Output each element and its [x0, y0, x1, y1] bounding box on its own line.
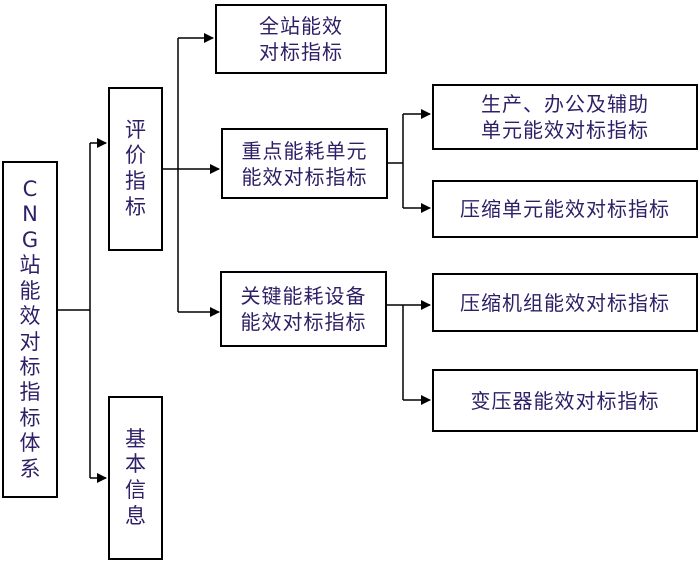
production-units-node-label: 生产、办公及辅助 单元能效对标指标 — [481, 92, 649, 142]
station-node: 全站能效 对标指标 — [215, 4, 387, 74]
key-units-node-label: 重点能耗单元 能效对标指标 — [241, 138, 368, 189]
production-units-node: 生产、办公及辅助 单元能效对标指标 — [432, 84, 698, 150]
basic-info-node-label: 基 本 信 息 — [125, 426, 146, 528]
basic-info-node: 基 本 信 息 — [108, 396, 163, 560]
station-node-label: 全站能效 对标指标 — [259, 14, 343, 64]
transformer-node: 变压器能效对标指标 — [432, 369, 698, 432]
root-node: C N G 站 能 效 对 标 指 标 体 系 — [2, 161, 58, 498]
key-equipment-node-label: 关键能耗设备 能效对标指标 — [240, 284, 367, 334]
compression-units-node: 压缩单元能效对标指标 — [432, 180, 698, 238]
compressor-set-node-label: 压缩机组能效对标指标 — [460, 290, 670, 315]
compression-units-node-label: 压缩单元能效对标指标 — [460, 197, 670, 221]
key-equipment-node: 关键能耗设备 能效对标指标 — [220, 271, 387, 347]
root-node-label: C N G 站 能 效 对 标 指 标 体 系 — [19, 177, 41, 481]
transformer-node-label: 变压器能效对标指标 — [470, 388, 660, 413]
key-units-node: 重点能耗单元 能效对标指标 — [221, 128, 388, 199]
compressor-set-node: 压缩机组能效对标指标 — [432, 273, 698, 332]
evaluation-node: 评 价 指 标 — [108, 87, 163, 251]
evaluation-node-label: 评 价 指 标 — [125, 117, 146, 219]
